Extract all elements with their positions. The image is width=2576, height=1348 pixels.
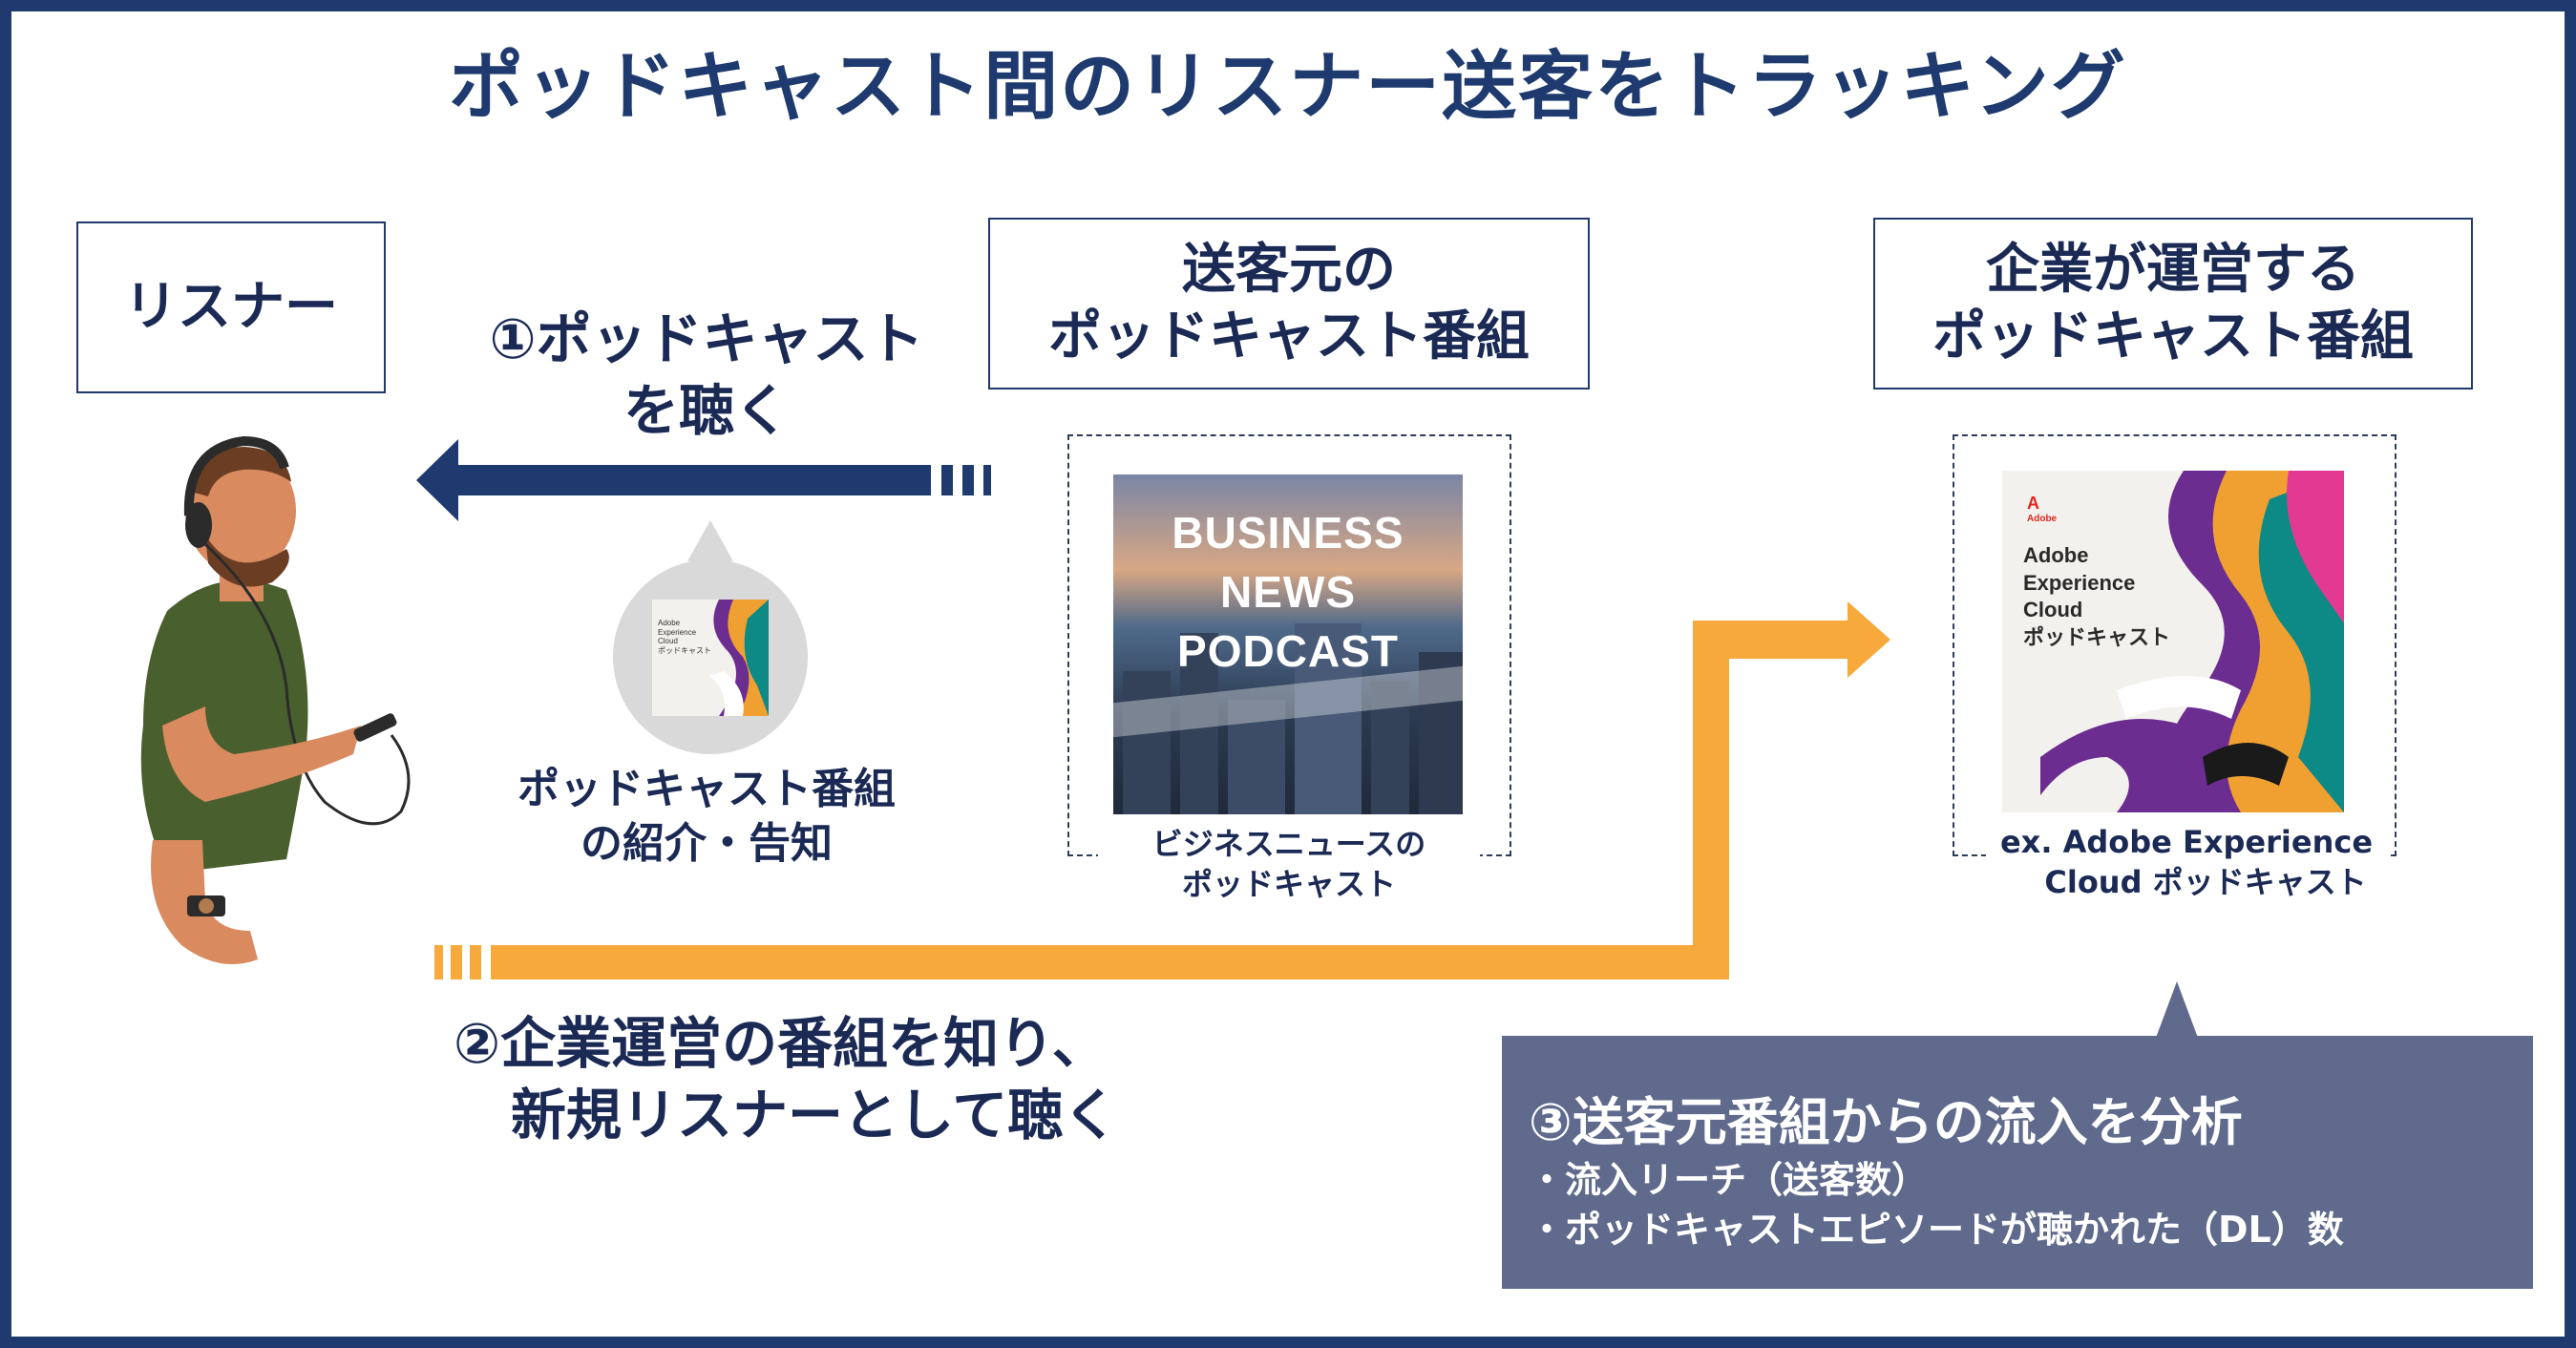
business-cover-caption: ビジネスニュースの ポッドキャスト [1098,825,1480,905]
adobe-cover-line4: ポッドキャスト [2023,624,2171,649]
adobe-cover-line1: Adobe [2023,543,2089,567]
adobe-cover-line3: Cloud [2023,598,2083,622]
adobe-caption-line2: Cloud ポッドキャスト [2044,863,2367,900]
business-news-cover: BUSINESS NEWS PODCAST [1113,474,1463,814]
business-caption-line1: ビジネスニュースの [1151,826,1426,862]
analysis-box: ③送客元番組からの流入を分析 ・流入リーチ（送客数） ・ポッドキャストエピソード… [1502,1036,2533,1289]
company-podcast-label-2: ポッドキャスト番組 [1932,305,2414,368]
step2-label: ②企業運営の番組を知り、 新規リスナーとして聴く [454,1008,1141,1152]
mini-cover-line4: ポッドキャスト [658,645,711,655]
mini-cover-line1: Adobe [658,619,681,627]
source-podcast-label-1: 送客元の [1182,239,1396,301]
listener-label: リスナー [124,276,338,338]
business-cover-title: BUSINESS NEWS PODCAST [1113,503,1463,681]
mini-cover-line2: Experience [658,627,697,637]
source-podcast-label-2: ポッドキャスト番組 [1048,305,1530,368]
step1-line2: を聴く [623,378,790,444]
listener-box: リスナー [76,221,386,393]
adobe-cover-text: Adobe Experience Cloud ポッドキャスト [2023,542,2170,651]
business-cover-line1: BUSINESS [1172,508,1404,558]
source-podcast-box: 送客元の ポッドキャスト番組 [988,218,1590,390]
adobe-podcast-cover: A Adobe Adobe Experience Cloud ポッドキャスト [2002,471,2344,812]
intro-line1: ポッドキャスト番組 [517,765,896,813]
step2-line1: ②企業運営の番組を知り、 [454,1011,1108,1076]
listener-figure [140,435,411,964]
mini-cover-text: Adobe Experience Cloud ポッドキャスト [658,619,711,655]
business-cover-line2: NEWS [1220,567,1356,618]
step1-label: ①ポッドキャスト を聴く [449,304,964,448]
adobe-logo-text: Adobe [2027,514,2058,524]
step1-line1: ①ポッドキャスト [489,306,924,371]
mini-podcast-cover: Adobe Experience Cloud ポッドキャスト [652,600,769,716]
adobe-logo-mark: A [2027,494,2039,513]
step2-line2: 新規リスナーとして聴く [511,1083,1119,1148]
analysis-pointer [2156,981,2198,1038]
intro-line2: の紹介・告知 [581,819,833,869]
business-caption-line2: ポッドキャスト [1181,865,1396,902]
analysis-bullet-reach: ・流入リーチ（送客数） [1529,1159,1929,1201]
analysis-heading: ③送客元番組からの流入を分析 [1529,1092,2243,1152]
intro-label: ポッドキャスト番組 の紹介・告知 [496,762,917,871]
analysis-bullet-downloads: ・ポッドキャストエピソードが聴かれた（DL）数 [1529,1209,2344,1251]
business-cover-line3: PODCAST [1177,626,1399,677]
adobe-logo-icon: A Adobe [2027,494,2057,524]
step2-arrow [434,601,1890,979]
adobe-cover-line2: Experience [2023,570,2136,595]
mini-cover-line3: Cloud [658,637,678,646]
adobe-caption-line1: ex. Adobe Experience [1999,824,2374,860]
adobe-cover-caption: ex. Adobe Experience Cloud ポッドキャスト [1986,823,2387,903]
page-title: ポッドキャスト間のリスナー送客をトラッキング [449,44,2127,130]
step1-arrow [416,439,991,521]
company-podcast-label-1: 企業が運営する [1986,239,2360,301]
company-podcast-box: 企業が運営する ポッドキャスト番組 [1873,218,2473,390]
